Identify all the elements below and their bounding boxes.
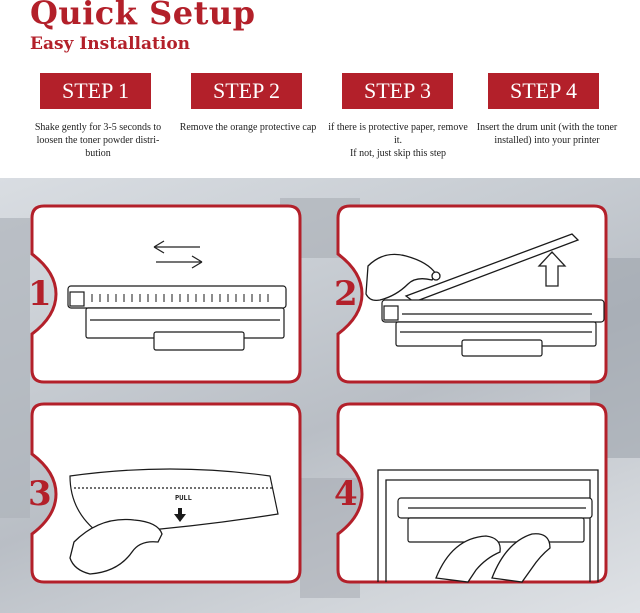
shake-arrows-icon: [153, 240, 203, 269]
drum-unit-icon: [397, 497, 593, 543]
step-3-number: 3: [28, 474, 52, 514]
step-1-description: Shake gently for 3-5 seconds to loosen t…: [34, 122, 162, 159]
hand-icon: [365, 253, 441, 302]
page-subtitle: Easy Installation: [30, 34, 191, 54]
panel-4-frame: [336, 402, 608, 584]
step-1-badge: STEP 1: [40, 73, 151, 109]
step-4-description: Insert the drum unit (with the toner ins…: [476, 122, 618, 146]
background-shapes: [0, 198, 640, 598]
panel-step-4: 4: [334, 402, 608, 584]
toner-cartridge-icon: [67, 285, 287, 351]
pull-label: PULL: [175, 494, 192, 502]
toner-cartridge-icon: [381, 299, 605, 357]
panel-1-frame: [30, 204, 302, 384]
step-2-number: 2: [334, 274, 358, 314]
step-3-description: if there is protective paper, remove it.…: [328, 121, 468, 160]
panel-2-frame: [336, 204, 608, 384]
hands-icon: [435, 533, 551, 583]
protective-paper-icon: [69, 468, 279, 535]
panel-step-1: 1: [28, 204, 302, 384]
step-1-number: 1: [28, 274, 52, 314]
printer-icon: [377, 469, 599, 582]
step-4-badge: STEP 4: [488, 73, 599, 109]
page-title: Quick Setup: [30, 0, 256, 32]
step-2-badge: STEP 2: [191, 73, 302, 109]
hand-icon: [69, 518, 163, 575]
panel-3-frame: [30, 402, 302, 584]
panel-step-3: PULL 3: [28, 402, 302, 584]
step-3-description-line1: if there is protective paper, remove it.: [328, 122, 468, 146]
panel-step-2: 2: [334, 204, 608, 384]
step-3-description-line2: If not, just skip this step: [349, 148, 447, 159]
step-3-badge: STEP 3: [342, 73, 453, 109]
step-4-number: 4: [334, 474, 358, 514]
lift-arrow-icon: [537, 251, 567, 287]
step-2-description: Remove the orange protective cap: [179, 122, 317, 133]
pull-arrow-icon: [174, 508, 186, 522]
